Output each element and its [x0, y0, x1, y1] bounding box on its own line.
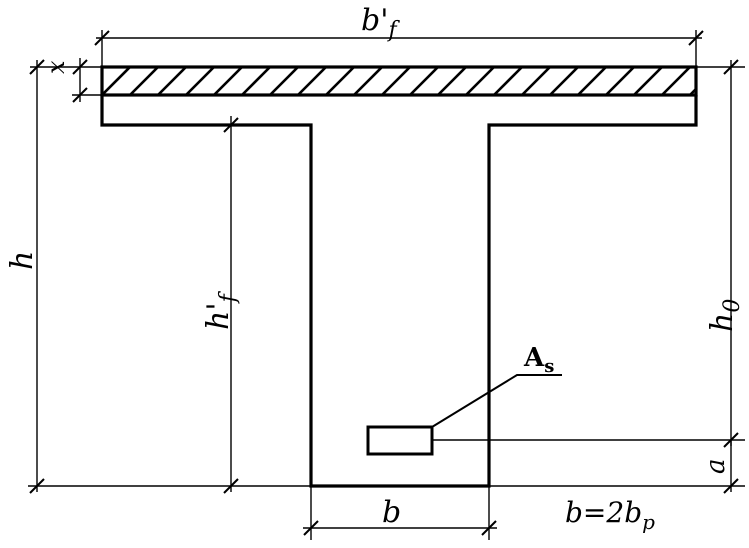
total-height-dimension [29, 59, 45, 494]
cover-label: a [701, 458, 731, 474]
web-width-formula: b=2bp [565, 496, 655, 534]
flange-width-dimension [94, 30, 704, 66]
total-height-label: h [5, 251, 40, 270]
web-height-dimension [223, 116, 239, 494]
cover-dimension [723, 440, 739, 494]
steel-reinforcement [366, 425, 434, 456]
flange-width-label: b'f [361, 3, 400, 43]
effective-depth-dimension [723, 59, 739, 448]
flange-height-label: h'f [201, 290, 241, 330]
compression-depth-dimension [30, 58, 102, 103]
compression-zone [100, 65, 698, 97]
effective-depth-label: h0 [705, 299, 745, 332]
compression-depth-label: x [42, 60, 70, 74]
steel-area-label: As [523, 343, 554, 377]
web-width-label: b [382, 495, 401, 530]
steel-area-leader [431, 374, 562, 428]
compression-zone-hatch [102, 67, 696, 95]
web-width-dimension [303, 486, 497, 540]
